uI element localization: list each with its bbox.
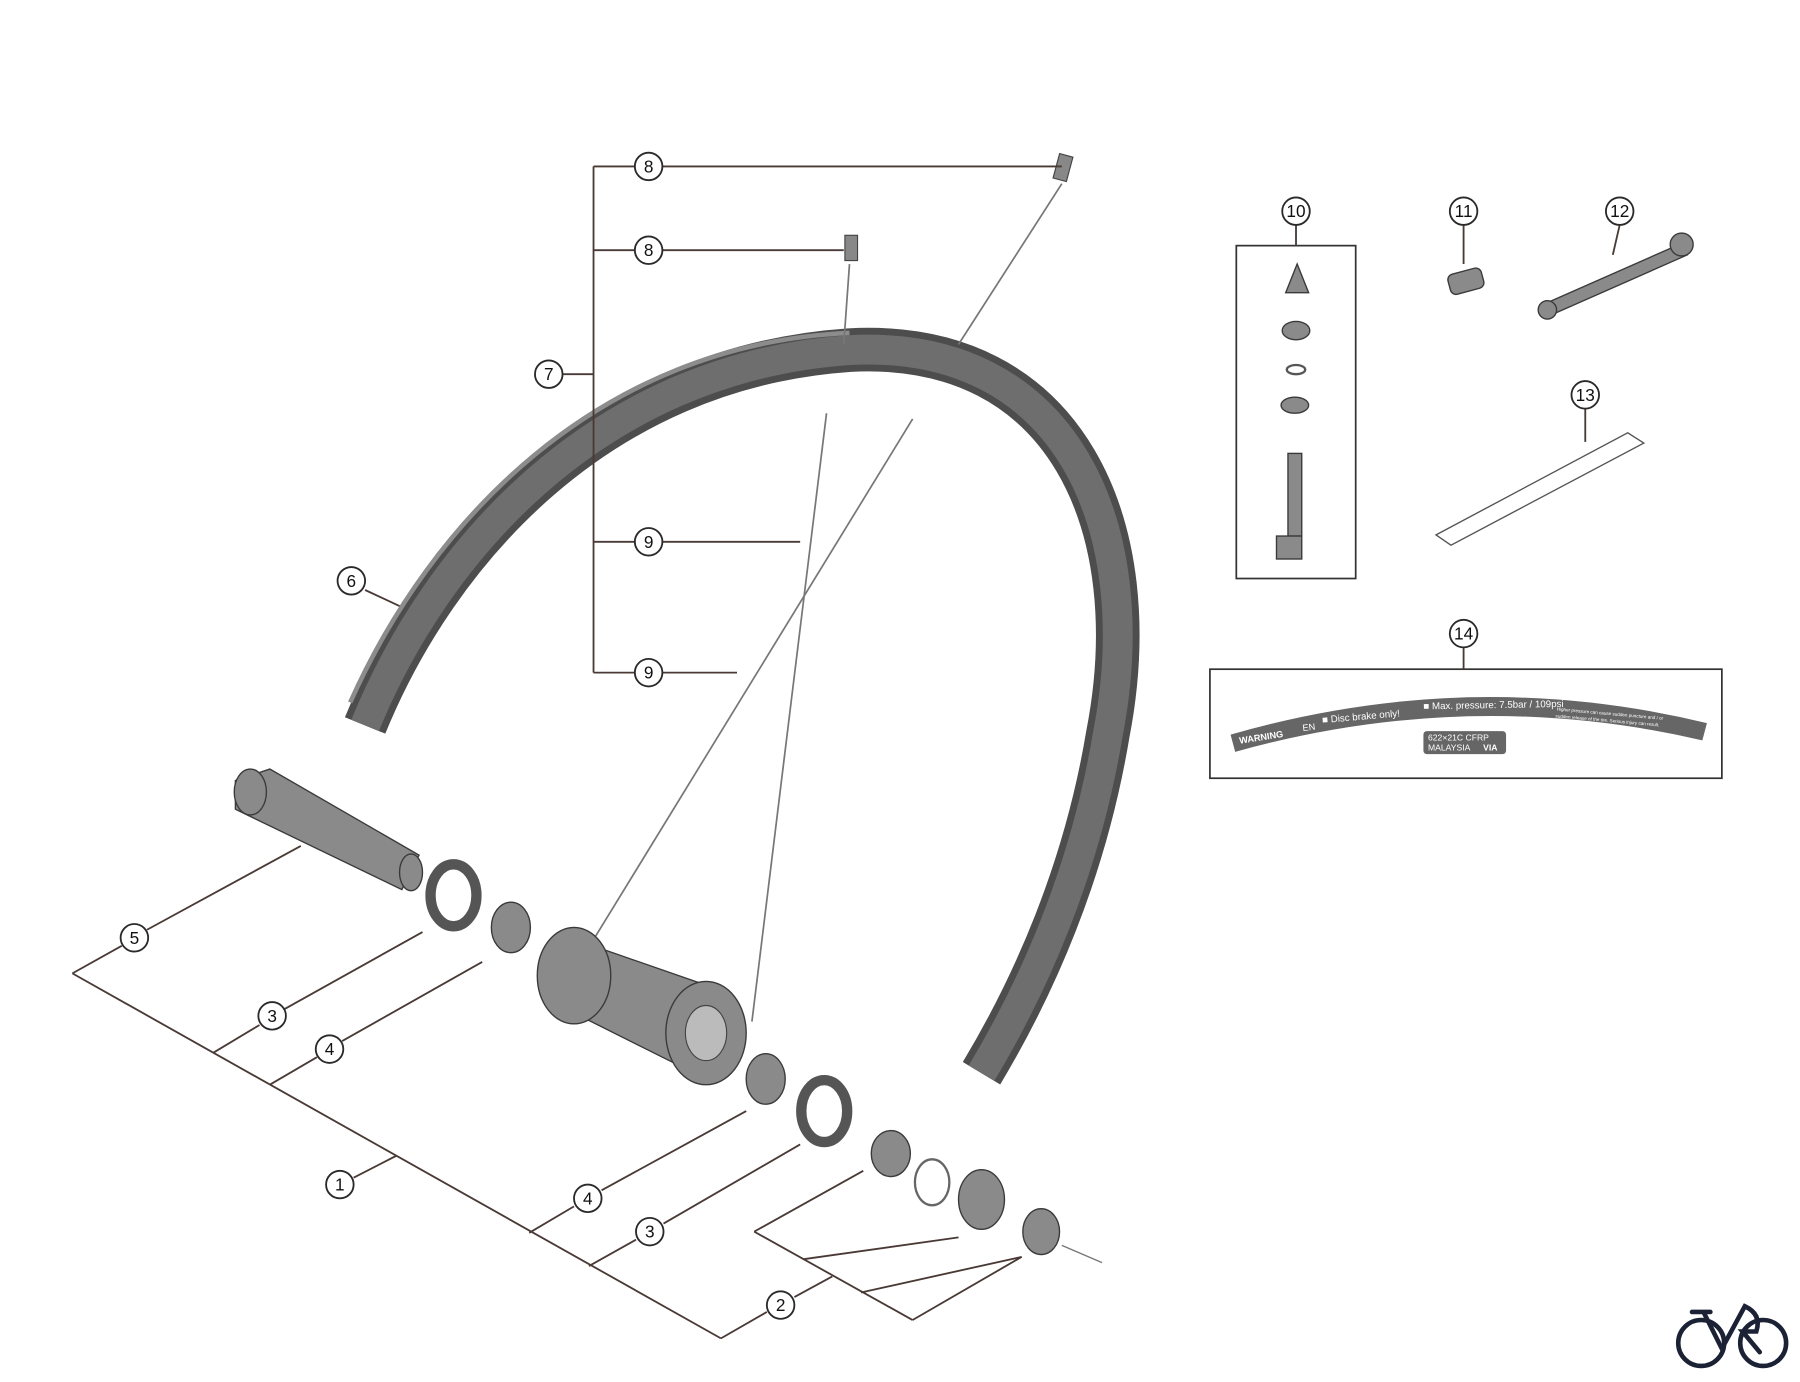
svg-text:1: 1: [335, 1175, 345, 1195]
svg-text:3: 3: [267, 1006, 277, 1026]
svg-text:8: 8: [644, 156, 654, 176]
svg-text:12: 12: [1610, 201, 1629, 221]
svg-text:6: 6: [347, 571, 357, 591]
svg-text:5: 5: [130, 928, 140, 948]
callout-12: 12: [1605, 196, 1635, 226]
spokes: [584, 152, 1074, 1022]
callout-2: 2: [765, 1290, 796, 1320]
hub: [536, 926, 747, 1086]
callout-9-bottom: 9: [633, 657, 664, 688]
callout-8-bottom: 8: [633, 235, 664, 265]
svg-text:3: 3: [645, 1222, 655, 1242]
svg-text:9: 9: [644, 663, 654, 683]
axle: [233, 768, 424, 892]
callout-7: 7: [534, 359, 564, 389]
callout-4-right: 4: [573, 1183, 603, 1214]
svg-text:2: 2: [776, 1295, 786, 1315]
callout-5: 5: [119, 923, 150, 953]
label-brand: VIA: [1483, 743, 1497, 753]
rim-tape: [1434, 431, 1646, 547]
svg-text:14: 14: [1454, 624, 1474, 644]
rim-label-sticker: WARNING EN ■ Disc brake only! ■ Max. pre…: [1209, 668, 1723, 780]
callout-10: 10: [1281, 196, 1311, 226]
callout-11: 11: [1448, 196, 1479, 226]
valve-parts: [1235, 244, 1357, 580]
svg-text:4: 4: [583, 1188, 593, 1208]
callout-14: 14: [1448, 618, 1479, 649]
callout-13: 13: [1570, 380, 1600, 410]
svg-text:9: 9: [644, 532, 654, 552]
callout-3-right: 3: [635, 1216, 665, 1247]
spoke-nipple-tool: [1447, 267, 1485, 296]
spoke-wrench: [1537, 232, 1694, 320]
svg-text:13: 13: [1576, 385, 1595, 405]
rim: [344, 327, 1140, 1085]
callout-3-left: 3: [257, 1001, 287, 1031]
callout-8-top: 8: [633, 151, 664, 182]
label-pressure: ■ Max. pressure: 7.5bar / 109psi: [1423, 699, 1563, 712]
callout-9-top: 9: [633, 527, 664, 557]
svg-text:10: 10: [1286, 201, 1305, 221]
label-origin: MALAYSIA: [1428, 743, 1471, 753]
leader-lines: [71, 165, 1621, 1340]
svg-text:11: 11: [1455, 201, 1473, 221]
callout-1: 1: [325, 1169, 355, 1200]
bicycle-icon[interactable]: [1675, 1303, 1789, 1369]
svg-text:7: 7: [544, 364, 554, 384]
hub-small-parts: [425, 859, 1103, 1264]
label-lang: EN: [1302, 722, 1316, 733]
svg-text:8: 8: [644, 240, 654, 260]
svg-text:4: 4: [325, 1039, 335, 1059]
callout-6: 6: [336, 566, 367, 596]
callout-4-left: 4: [314, 1034, 345, 1064]
label-size: 622×21C CFRP: [1428, 732, 1489, 742]
